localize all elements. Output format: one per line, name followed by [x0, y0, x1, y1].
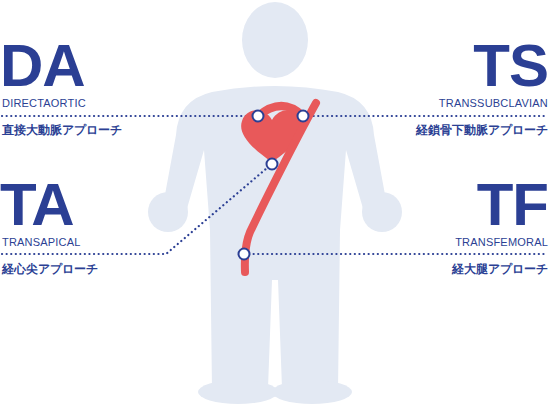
approach-code: TF	[477, 175, 548, 235]
approach-name-ja: 経大腿アプローチ	[452, 262, 548, 277]
approach-name: TRANSSUBCLAVIAN	[439, 97, 548, 110]
approach-name: TRANSFEMORAL	[455, 236, 548, 249]
approach-code: TS	[473, 36, 548, 96]
catheter-path	[245, 103, 316, 272]
access-points	[239, 111, 309, 260]
human-silhouette	[148, 2, 402, 404]
approach-name-ja: 経心尖アプローチ	[2, 262, 98, 277]
heart	[241, 110, 303, 162]
approach-name: TRANSAPICAL	[2, 236, 81, 249]
approach-code: TA	[0, 175, 74, 235]
approach-code: DA	[0, 36, 85, 96]
approach-name: DIRECTAORTIC	[2, 97, 86, 110]
approach-name-ja: 直接大動脈アプローチ	[2, 123, 122, 138]
approach-name-ja: 経鎖骨下動脈アプローチ	[416, 123, 548, 138]
